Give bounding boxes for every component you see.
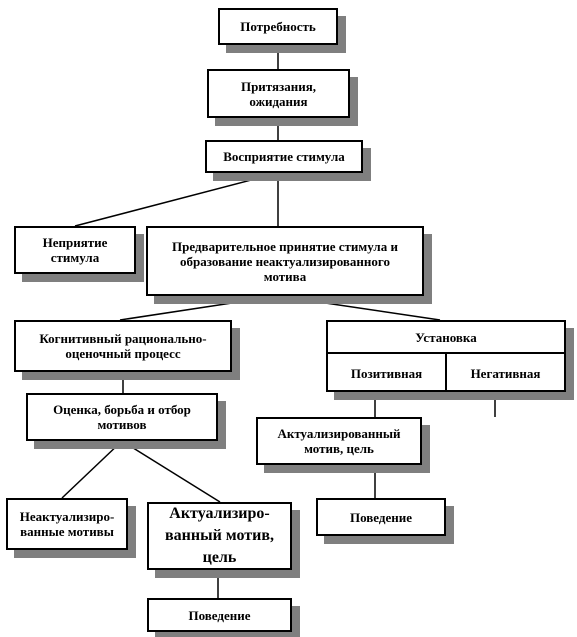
node-non-actualized: Неактуализиро- ванные мотивы bbox=[6, 498, 128, 550]
node-non-acceptance: Неприятие стимула bbox=[14, 226, 136, 274]
node-attitude-types: Позитивная Негативная bbox=[328, 354, 564, 392]
node-preliminary-label: Предварительное принятие стимула и образ… bbox=[172, 238, 398, 284]
connector-preliminary-cognitive bbox=[119, 295, 279, 321]
node-non-acceptance-label: Неприятие стимула bbox=[42, 235, 108, 265]
node-behavior-left-label: Поведение bbox=[188, 607, 251, 623]
node-claims-label: Притязания, ожидания bbox=[240, 78, 317, 109]
connector-evaluation-nonactualized bbox=[61, 440, 123, 499]
connector-preliminary-attitude bbox=[277, 295, 441, 321]
node-actualized-motive-right-label: Актуализированный мотив, цель bbox=[277, 426, 401, 456]
node-actualized-motive-right: Актуализированный мотив, цель bbox=[256, 417, 422, 465]
node-need-label: Потребность bbox=[240, 19, 316, 34]
connector-perception-nonacceptance bbox=[74, 172, 279, 227]
node-attitude-title: Установка bbox=[328, 322, 564, 354]
node-need: Потребность bbox=[218, 8, 338, 45]
node-evaluation-label: Оценка, борьба и отбор мотивов bbox=[53, 402, 191, 432]
node-claims: Притязания, ожидания bbox=[207, 69, 350, 118]
node-actualized-motive: Актуализиро- ванный мотив, цель bbox=[147, 502, 292, 570]
connector-evaluation-actualized bbox=[121, 440, 221, 503]
node-cognitive-label: Когнитивный рационально- оценочный проце… bbox=[39, 331, 207, 361]
node-evaluation: Оценка, борьба и отбор мотивов bbox=[26, 393, 218, 441]
attitude-positive: Позитивная bbox=[350, 365, 423, 381]
node-cognitive: Когнитивный рационально- оценочный проце… bbox=[14, 320, 232, 372]
node-attitude: Установка Позитивная Негативная bbox=[326, 320, 566, 392]
node-behavior-left: Поведение bbox=[147, 598, 292, 632]
node-behavior-right-label: Поведение bbox=[349, 509, 412, 525]
node-perception-label: Восприятие стимула bbox=[223, 149, 345, 164]
node-non-actualized-label: Неактуализиро- ванные мотивы bbox=[19, 509, 115, 539]
node-preliminary: Предварительное принятие стимула и образ… bbox=[146, 226, 424, 296]
node-actualized-motive-label: Актуализиро- ванный мотив, цель bbox=[165, 505, 274, 566]
node-perception: Восприятие стимула bbox=[205, 140, 363, 173]
attitude-negative: Негативная bbox=[445, 354, 564, 392]
node-behavior-right: Поведение bbox=[316, 498, 446, 536]
